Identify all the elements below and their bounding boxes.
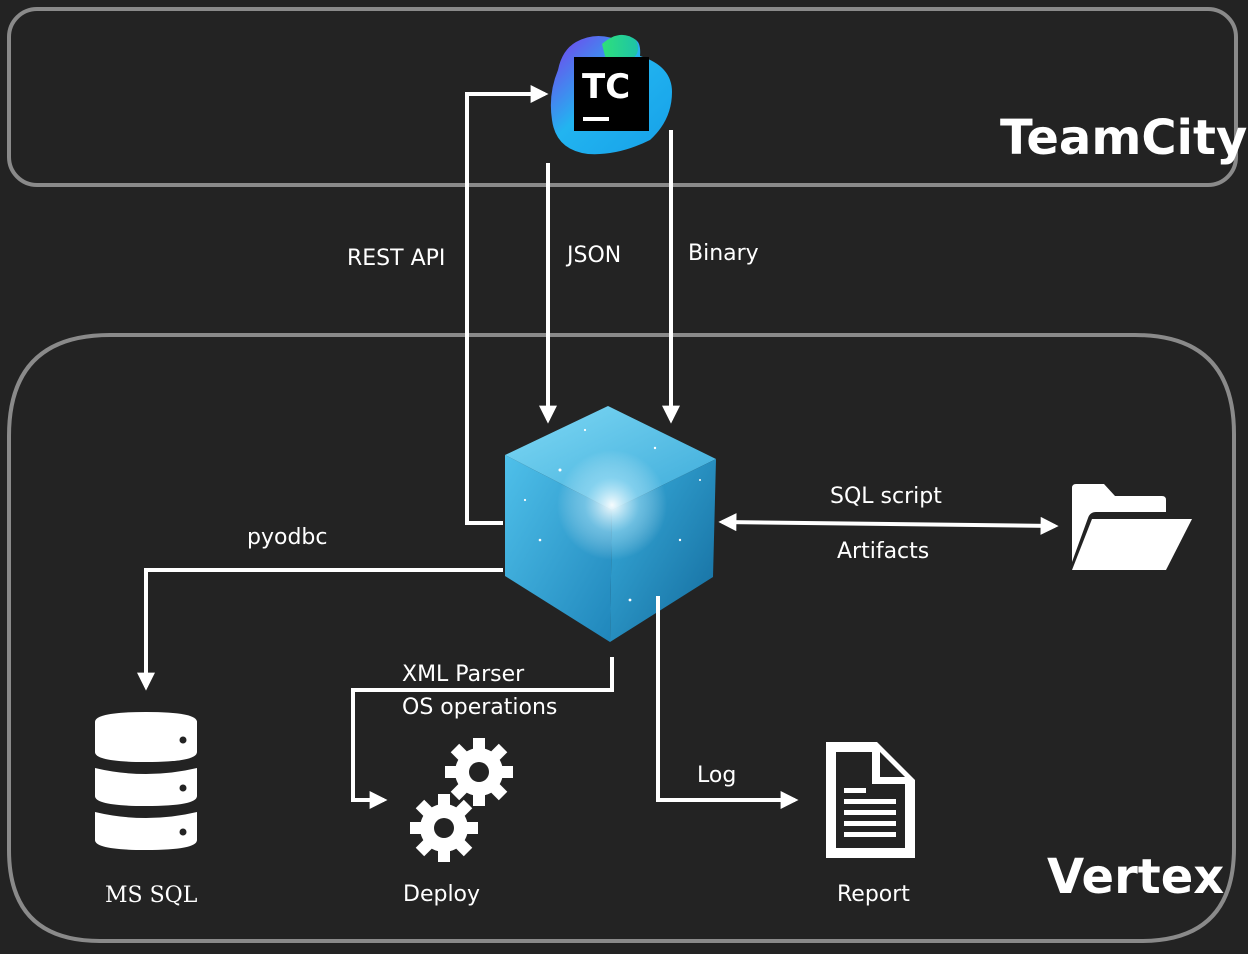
teamcity-region — [7, 7, 1238, 187]
node-label-deploy: Deploy — [403, 882, 481, 907]
arrow-log — [656, 596, 799, 809]
arrow-sql-script-artifacts — [718, 513, 1059, 535]
vertex-title: Vertex — [1047, 849, 1225, 905]
edge-label-artifacts: Artifacts — [837, 539, 930, 564]
edge-label-rest-api: REST API — [347, 246, 446, 271]
teamcity-logo-text: TC — [582, 67, 630, 107]
document-icon — [826, 742, 915, 858]
teamcity-title: TeamCity — [1000, 110, 1248, 166]
edge-label-xml-parser: XML Parser — [402, 662, 525, 687]
vertex-region — [7, 333, 1236, 943]
edge-label-binary: Binary — [688, 241, 759, 266]
database-icon — [95, 712, 197, 850]
edge-label-sql-script: SQL script — [830, 484, 942, 509]
node-label-report: Report — [837, 882, 910, 907]
node-label-ms-sql: MS SQL — [105, 883, 198, 908]
edge-label-log: Log — [697, 763, 737, 788]
gears-icon — [410, 738, 513, 862]
edge-label-pyodbc: pyodbc — [247, 525, 328, 550]
arrow-rest-api — [465, 85, 549, 525]
crystal-cube-icon — [505, 406, 716, 642]
arrow-pyodbc — [137, 568, 503, 691]
arrow-deploy — [351, 657, 614, 809]
teamcity-logo-icon: TC — [550, 34, 672, 155]
edge-label-os-operations: OS operations — [402, 695, 558, 720]
edge-label-json: JSON — [567, 243, 622, 268]
folder-open-icon — [1072, 484, 1192, 570]
